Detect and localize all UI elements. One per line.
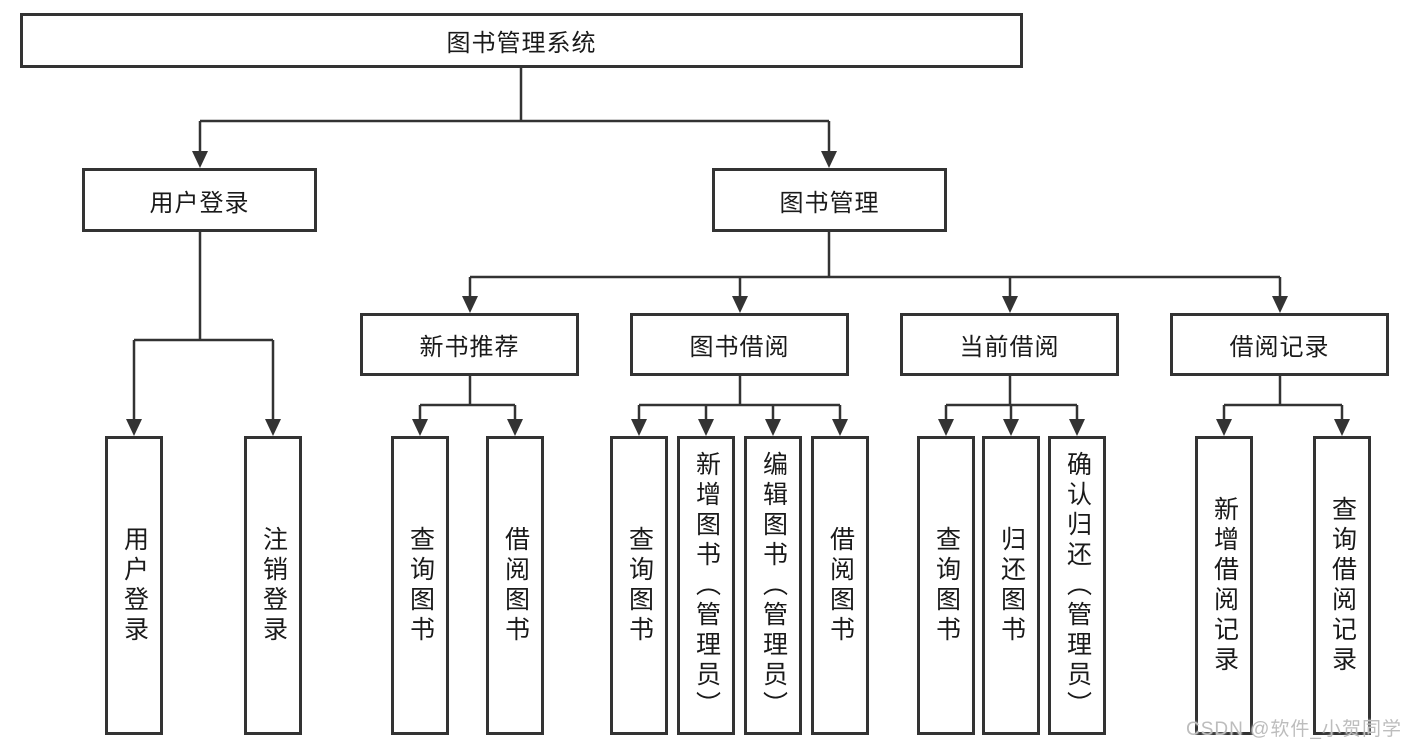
arrowhead-icon	[698, 419, 714, 436]
arrowhead-icon	[462, 296, 478, 313]
leaf-query-borrow-record: 查询借阅记录	[1313, 436, 1371, 735]
arrowhead-icon	[412, 419, 428, 436]
arrowhead-icon	[832, 419, 848, 436]
node-borrowing-records: 借阅记录	[1170, 313, 1389, 376]
arrowhead-icon	[631, 419, 647, 436]
leaf-edit-book-admin: 编辑图书（管理员）	[744, 436, 802, 735]
arrowhead-icon	[126, 419, 142, 436]
arrowhead-icon	[1003, 419, 1019, 436]
arrowhead-icon	[192, 151, 208, 168]
node-new-book-recommendation: 新书推荐	[360, 313, 579, 376]
arrowhead-icon	[1216, 419, 1232, 436]
arrowhead-icon	[765, 419, 781, 436]
arrowhead-icon	[265, 419, 281, 436]
leaf-add-book-admin: 新增图书（管理员）	[677, 436, 735, 735]
leaf-borrow-books-borrowing: 借阅图书	[811, 436, 869, 735]
leaf-logout: 注销登录	[244, 436, 302, 735]
arrowhead-icon	[1334, 419, 1350, 436]
arrowhead-icon	[1272, 296, 1288, 313]
leaf-query-books-current: 查询图书	[917, 436, 975, 735]
arrowhead-icon	[938, 419, 954, 436]
arrowhead-icon	[732, 296, 748, 313]
arrowhead-icon	[821, 151, 837, 168]
node-user-login: 用户登录	[82, 168, 317, 232]
arrowhead-icon	[507, 419, 523, 436]
node-book-borrowing: 图书借阅	[630, 313, 849, 376]
csdn-watermark: CSDN @软件_小贺同学	[1186, 719, 1402, 740]
node-current-borrowing: 当前借阅	[900, 313, 1119, 376]
leaf-return-book: 归还图书	[982, 436, 1040, 735]
arrowhead-icon	[1002, 296, 1018, 313]
arrowhead-icon	[1069, 419, 1085, 436]
leaf-user-login: 用户登录	[105, 436, 163, 735]
node-book-management: 图书管理	[712, 168, 947, 232]
leaf-query-books-recommend: 查询图书	[391, 436, 449, 735]
leaf-query-books-borrowing: 查询图书	[610, 436, 668, 735]
leaf-add-borrow-record: 新增借阅记录	[1195, 436, 1253, 735]
node-library-management-system: 图书管理系统	[20, 13, 1023, 68]
leaf-borrow-books-recommend: 借阅图书	[486, 436, 544, 735]
leaf-confirm-return-admin: 确认归还（管理员）	[1048, 436, 1106, 735]
